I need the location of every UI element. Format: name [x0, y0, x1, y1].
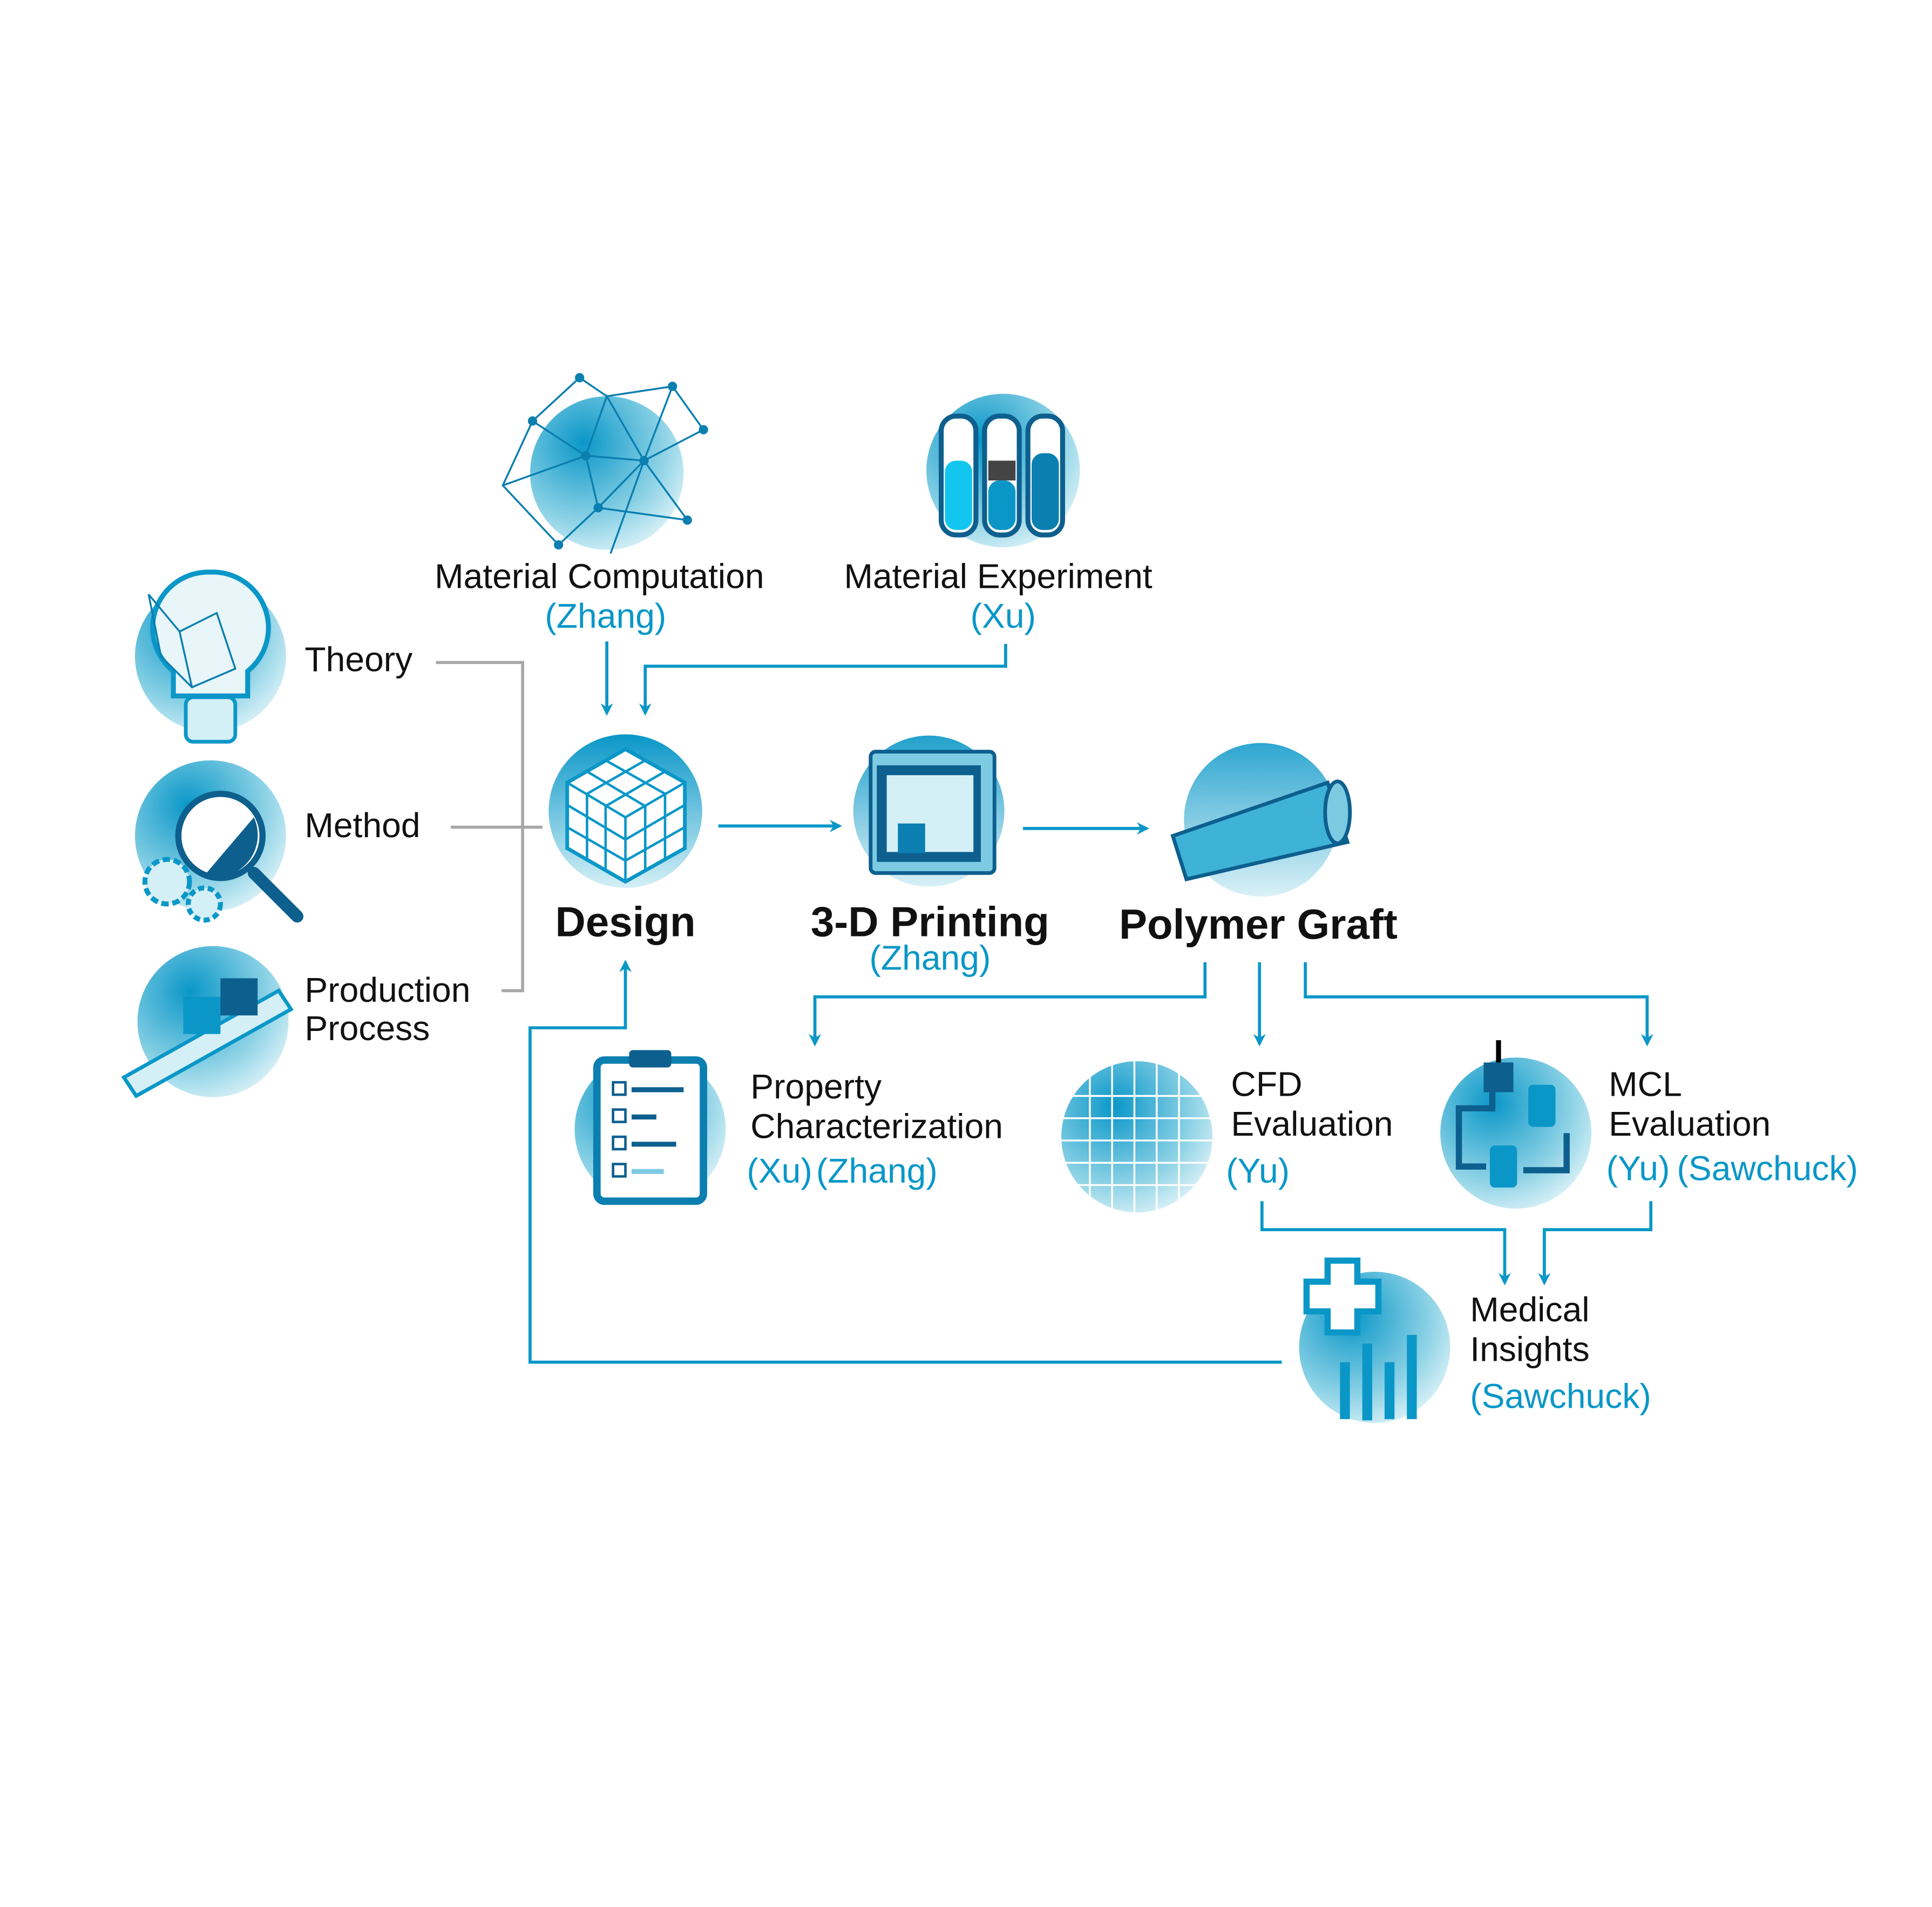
medical-owner: (Sawchuck): [1470, 1377, 1651, 1416]
method-label: Method: [304, 806, 421, 845]
arrow-cfd-to-medical: [1260, 1201, 1511, 1286]
medical-label-line2: Insights: [1470, 1329, 1590, 1369]
3d-printer-icon: [853, 735, 1005, 887]
material-computation-owner: (Zhang): [545, 596, 667, 635]
cfd-label-line1: CFD: [1231, 1065, 1303, 1104]
property-label-line2: Characterization: [750, 1107, 1004, 1146]
conveyor-boxes-icon: [121, 946, 294, 1098]
network-sphere-icon: [501, 373, 708, 554]
arrow-graft-to-property: [809, 962, 1207, 1047]
arrow-graft-to-mcl: [1304, 962, 1653, 1047]
material-experiment-label: Material Experiment: [844, 557, 1153, 596]
arrow-feedback-to-design: [528, 960, 1282, 1364]
graft-label: Polymer Graft: [1118, 901, 1398, 949]
cfd-label-line2: Evaluation: [1231, 1104, 1393, 1143]
arrow-experiment-to-design: [639, 643, 1007, 716]
property-label-line1: Property: [750, 1067, 882, 1106]
production-label-line1: Production: [304, 971, 471, 1009]
tube-icon: [1170, 743, 1352, 897]
test-tubes-icon: [926, 393, 1080, 548]
lightbulb-network-icon: [135, 569, 286, 744]
mcl-label-line1: MCL: [1609, 1065, 1682, 1104]
mock-circulatory-loop-icon: [1440, 1040, 1592, 1209]
material-experiment-owner: (Xu): [970, 596, 1036, 635]
mcl-owner-yu: (Yu): [1606, 1149, 1670, 1188]
input-bracket: [436, 661, 543, 993]
mcl-label-line2: Evaluation: [1609, 1104, 1771, 1143]
cfd-owner: (Yu): [1226, 1151, 1290, 1190]
printing-label: 3-D Printing: [810, 899, 1049, 946]
arrow-mcl-to-medical: [1538, 1201, 1653, 1286]
theory-label: Theory: [304, 640, 413, 679]
mcl-owner-sawchuck: (Sawchuck): [1677, 1149, 1858, 1188]
material-computation-label: Material Computation: [435, 557, 764, 596]
cube-grid-icon: [548, 734, 702, 888]
printing-owner: (Zhang): [869, 939, 991, 978]
design-label: Design: [555, 899, 696, 946]
medical-label-line1: Medical: [1470, 1290, 1590, 1329]
clipboard-checklist-icon: [574, 1050, 726, 1205]
magnifier-gears-icon: [135, 760, 304, 923]
property-owner-xu: (Xu): [747, 1151, 812, 1190]
flow-field-icon: [1061, 1061, 1213, 1213]
medical-chart-icon: [1299, 1257, 1450, 1423]
property-owner-zhang: (Zhang): [816, 1151, 938, 1190]
production-label-line2: Process: [304, 1009, 430, 1048]
